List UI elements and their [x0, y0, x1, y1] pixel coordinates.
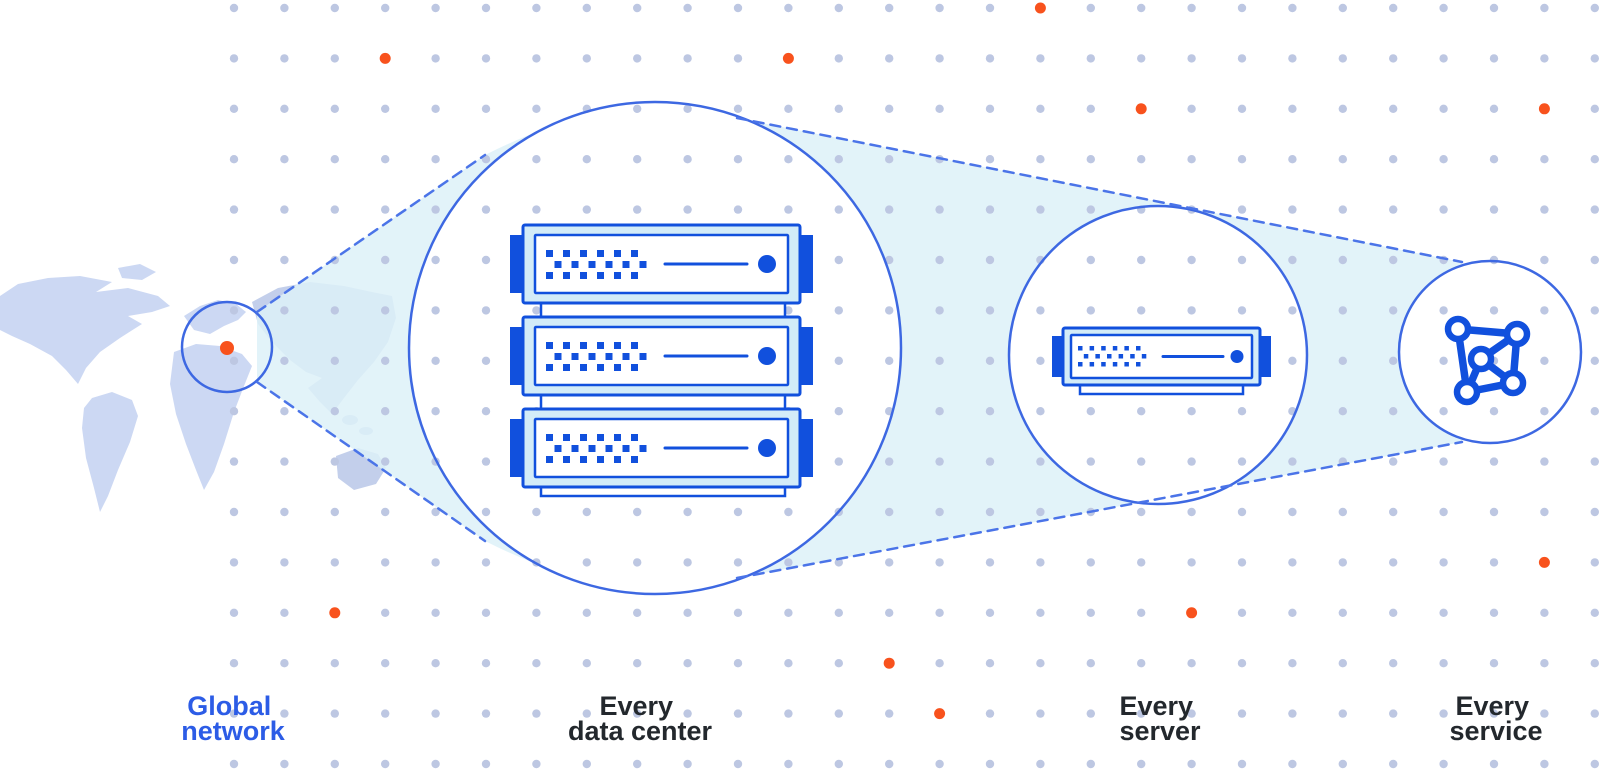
map-location-marker-icon	[220, 341, 234, 355]
map-highlight-circle	[180, 300, 274, 394]
rack-server-icon-3	[508, 407, 815, 489]
rack-server-icon-2	[508, 315, 815, 397]
service-circle	[1397, 259, 1583, 445]
data-center-circle	[407, 100, 903, 596]
world-map	[0, 264, 396, 512]
dash-upper-left	[255, 153, 487, 314]
server-circle	[1007, 204, 1309, 506]
continent-north-america	[0, 276, 170, 384]
dash-upper-right	[735, 116, 1464, 264]
network-node	[1467, 345, 1495, 373]
label-every-service: Every service	[1449, 691, 1542, 746]
network-node	[1453, 378, 1481, 406]
dash-lower-right	[735, 440, 1464, 580]
network-graph-icon	[1444, 315, 1531, 406]
label-every-server: Every server	[1119, 691, 1201, 746]
island-greenland	[118, 264, 156, 280]
rack-server-icon-single	[1050, 326, 1273, 396]
network-node	[1444, 315, 1472, 343]
continent-south-america	[82, 392, 138, 512]
network-node	[1503, 320, 1531, 348]
label-global-network: Global network	[181, 691, 286, 746]
data-center-rack-stack-icon	[508, 223, 815, 498]
label-every-data-center: Every data center	[568, 691, 713, 746]
continent-africa	[170, 344, 252, 490]
rack-server-icon-1	[508, 223, 815, 305]
zoom-dashed-lines	[255, 116, 1464, 580]
network-node	[1499, 369, 1527, 397]
dash-lower-left	[255, 380, 487, 543]
